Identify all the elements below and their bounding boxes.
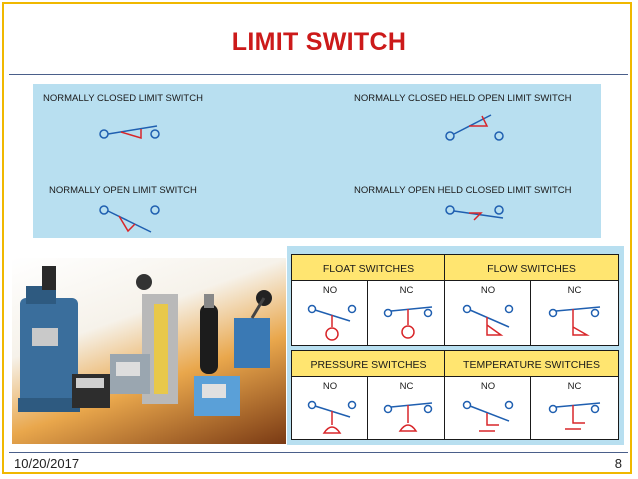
slide-title: LIMIT SWITCH	[231, 28, 407, 56]
flow-nc-cell: NC	[530, 280, 619, 346]
pressure-no-cell: NO	[291, 376, 369, 440]
float-nc-cell: NC	[367, 280, 446, 346]
no-limit-switch-symbol-icon	[99, 205, 160, 233]
temperature-no-label: NO	[480, 381, 496, 392]
temperature-nc-symbol-icon	[548, 402, 601, 430]
float-switches-header: FLOAT SWITCHES	[291, 254, 446, 282]
nc-held-open-limit-switch-label: NORMALLY CLOSED HELD OPEN LIMIT SWITCH	[354, 93, 572, 104]
flow-nc-symbol-icon	[548, 306, 601, 336]
temperature-nc-label: NC	[567, 381, 582, 392]
temperature-switches-header: TEMPERATURE SWITCHES	[444, 350, 619, 378]
slide-date: 10/20/2017	[14, 456, 80, 471]
float-nc-symbol-icon	[383, 306, 433, 339]
limit-switch-products-photo-icon	[18, 266, 272, 416]
temperature-no-cell: NO	[444, 376, 532, 440]
nc-held-open-limit-switch-symbol-icon	[445, 114, 504, 141]
pressure-no-symbol-icon	[307, 400, 357, 434]
temperature-no-symbol-icon	[462, 400, 514, 432]
no-held-closed-limit-switch-label: NORMALLY OPEN HELD CLOSED LIMIT SWITCH	[354, 185, 572, 196]
pressure-nc-symbol-icon	[383, 402, 433, 432]
flow-no-cell: NO	[444, 280, 532, 346]
footer-divider	[9, 452, 628, 453]
flow-no-label: NO	[480, 285, 496, 296]
nc-limit-switch-symbol-icon	[99, 125, 160, 140]
flow-nc-label: NC	[567, 285, 582, 296]
pressure-nc-label: NC	[399, 381, 414, 392]
float-no-symbol-icon	[307, 304, 357, 341]
float-nc-label: NC	[399, 285, 414, 296]
process-switch-symbol-table: FLOAT SWITCHES FLOW SWITCHES NO NC NO	[287, 246, 624, 445]
float-no-cell: NO	[291, 280, 369, 346]
flow-no-symbol-icon	[462, 304, 514, 336]
temperature-nc-cell: NC	[530, 376, 619, 440]
limit-switch-symbols-panel: NORMALLY CLOSED LIMIT SWITCH NORMALLY CL…	[33, 84, 601, 238]
pressure-nc-cell: NC	[367, 376, 446, 440]
no-held-closed-limit-switch-symbol-icon	[445, 205, 504, 221]
limit-switch-products-photo	[12, 258, 286, 444]
slide-page-number: 8	[614, 456, 622, 471]
slide-frame	[2, 2, 632, 474]
nc-limit-switch-label: NORMALLY CLOSED LIMIT SWITCH	[43, 93, 203, 104]
title-divider	[9, 74, 628, 75]
float-no-label: NO	[322, 285, 338, 296]
flow-switches-header: FLOW SWITCHES	[444, 254, 619, 282]
pressure-no-label: NO	[322, 381, 338, 392]
no-limit-switch-label: NORMALLY OPEN LIMIT SWITCH	[49, 185, 197, 196]
pressure-switches-header: PRESSURE SWITCHES	[291, 350, 446, 378]
